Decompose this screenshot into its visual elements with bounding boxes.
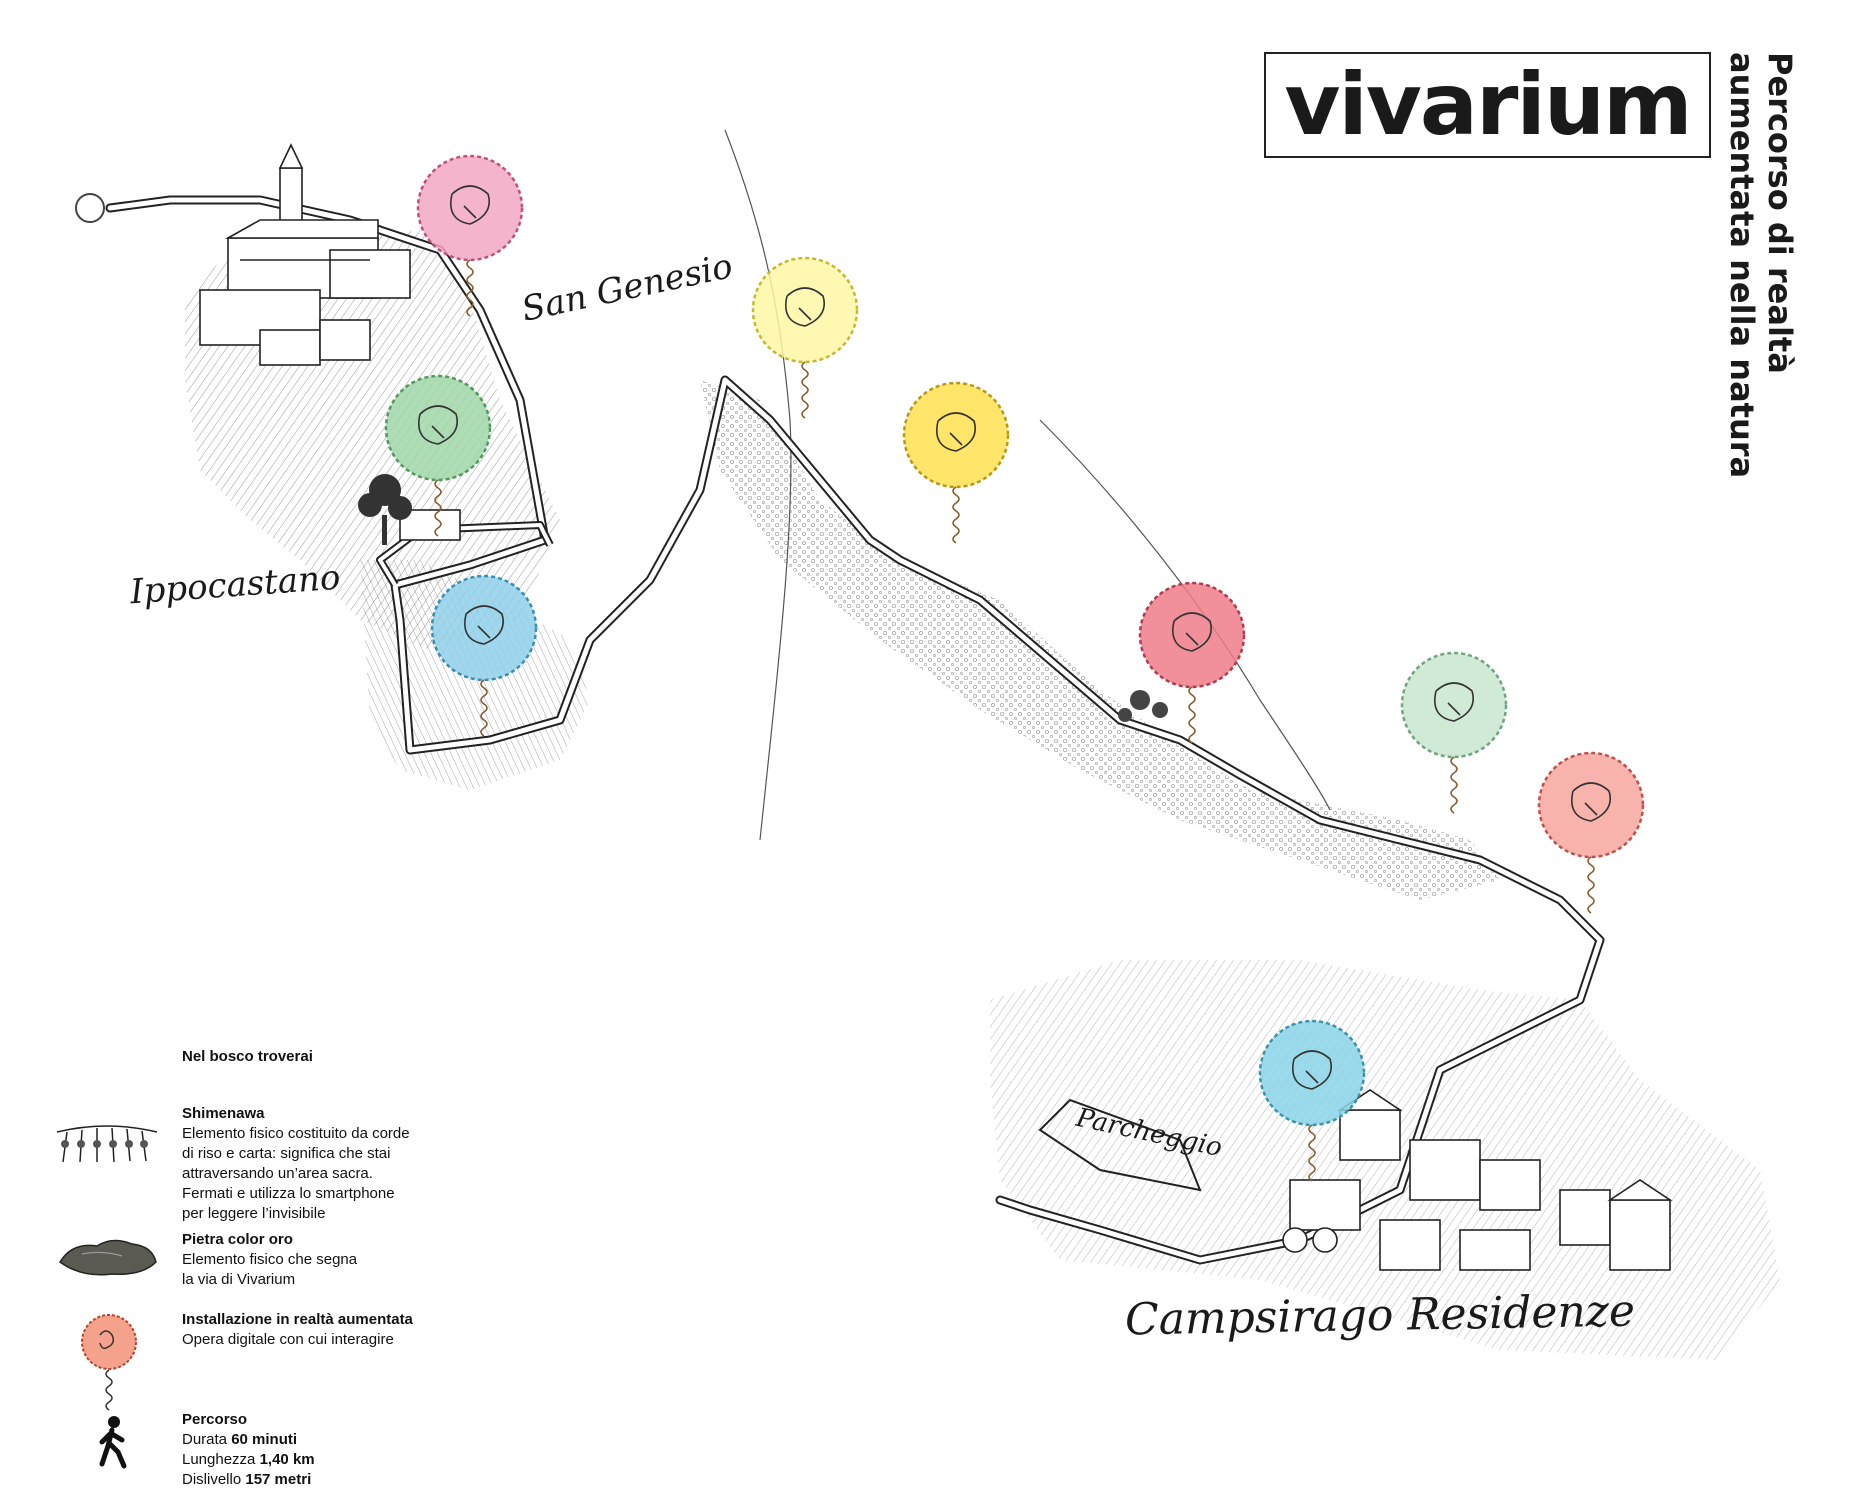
dislivello-label: Dislivello <box>182 1471 242 1488</box>
pietra-text: Pietra color oro Elemento fisico che seg… <box>182 1230 452 1290</box>
durata-value: 60 minuti <box>231 1431 298 1448</box>
installazione-title: Installazione in realtà aumentata <box>182 1311 413 1328</box>
shimenawa-desc-4: Fermati e utilizza lo smartphone <box>182 1185 395 1202</box>
subtitle-line-2: aumentata nella natura <box>1723 52 1761 479</box>
parcheggio-area <box>1038 1098 1202 1192</box>
brand-name: vivarium <box>1284 55 1692 155</box>
ar-installation-balloon[interactable] <box>1258 1019 1366 1182</box>
shimenawa-title: Shimenawa <box>182 1105 265 1122</box>
lunghezza-value: 1,40 km <box>259 1451 315 1468</box>
tree-right <box>1118 690 1168 722</box>
brand-logo-box: vivarium <box>1264 52 1711 158</box>
percorso-durata: Durata 60 minuti <box>182 1430 452 1450</box>
route-start-marker <box>75 193 105 223</box>
percorso-dislivello: Dislivello 157 metri <box>182 1470 452 1490</box>
subtitle-line-1: Percorso di realtà <box>1761 52 1799 374</box>
ar-installation-balloon[interactable] <box>751 256 859 419</box>
ar-installation-icon <box>81 1314 137 1411</box>
pietra-desc-2: la via di Vivarium <box>182 1271 296 1288</box>
installazione-text: Installazione in realtà aumentata Opera … <box>182 1310 452 1350</box>
percorso-lunghezza: Lunghezza 1,40 km <box>182 1450 452 1470</box>
ar-installation-balloon[interactable] <box>430 574 538 737</box>
tree-ippocastano <box>358 474 412 545</box>
ar-installation-balloon[interactable] <box>1138 581 1246 744</box>
lunghezza-label: Lunghezza <box>182 1451 256 1468</box>
ar-installation-balloon[interactable] <box>384 374 492 537</box>
percorso-title: Percorso <box>182 1411 248 1428</box>
installazione-desc-1: Opera digitale con cui interagire <box>182 1331 394 1348</box>
pietra-title: Pietra color oro <box>182 1231 293 1248</box>
shimenawa-text: Shimenawa Elemento fisico costituito da … <box>182 1104 452 1224</box>
shimenawa-desc-3: attraversando un’area sacra. <box>182 1165 373 1182</box>
durata-label: Durata <box>182 1431 228 1448</box>
ar-installation-balloon[interactable] <box>416 154 524 317</box>
shimenawa-desc-5: per leggere l’invisibile <box>182 1205 326 1222</box>
ar-installation-balloon[interactable] <box>902 381 1010 544</box>
san-genesio-buildings <box>199 143 461 541</box>
place-campsirago: Campsirago Residenze <box>1124 1285 1636 1346</box>
subtitle: Percorso di realtà aumentata nella natur… <box>1723 52 1799 478</box>
ar-installation-balloon[interactable] <box>1537 751 1645 914</box>
campsirago-buildings <box>1282 1089 1673 1271</box>
percorso-text: Percorso Durata 60 minuti Lunghezza 1,40… <box>182 1410 452 1490</box>
shimenawa-desc-2: di riso e carta: significa che stai <box>182 1145 391 1162</box>
walking-person-icon <box>99 1416 127 1469</box>
shimenawa-desc-1: Elemento fisico costituito da corde <box>182 1125 410 1142</box>
terrain-middle-slope <box>700 380 1500 900</box>
pietra-desc-1: Elemento fisico che segna <box>182 1251 358 1268</box>
shimenawa-icon <box>56 1125 158 1163</box>
ar-installation-balloon[interactable] <box>1400 651 1508 814</box>
secondary-path-1 <box>724 129 792 841</box>
gold-stone-icon <box>59 1239 157 1276</box>
legend-heading: Nel bosco troverai <box>182 1048 313 1065</box>
dislivello-value: 157 metri <box>245 1471 312 1488</box>
